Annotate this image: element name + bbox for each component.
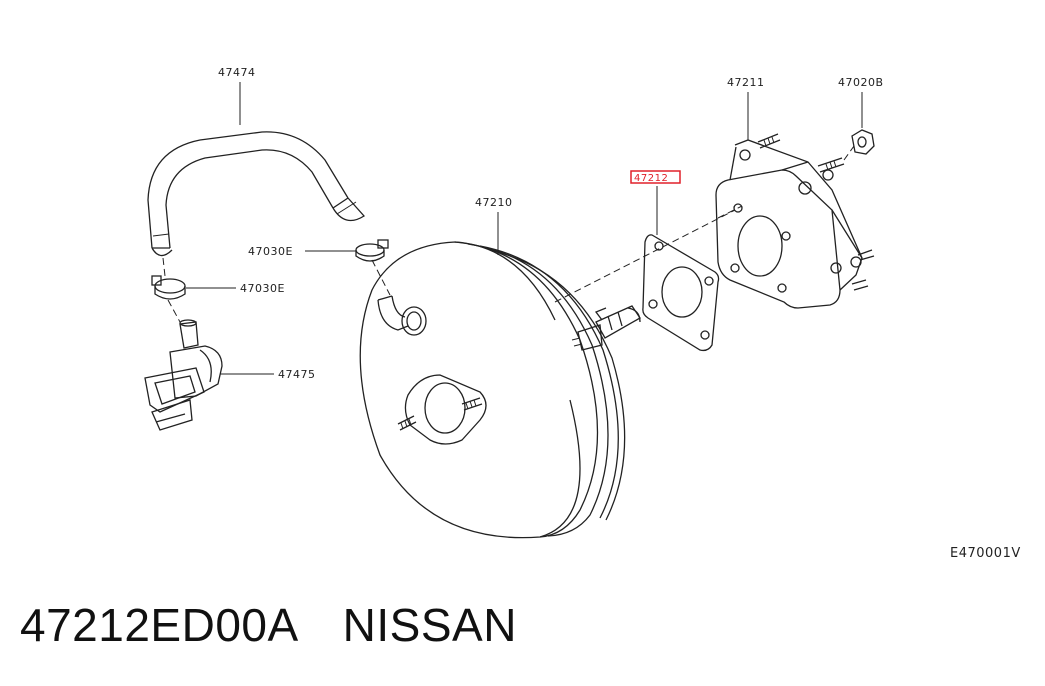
brand-name: NISSAN: [342, 599, 517, 651]
label-47474: 47474: [218, 66, 256, 79]
check-valve: [144, 319, 223, 431]
parts-diagram: 47474 47030E 47030E 47475 47210 47212 47…: [144, 66, 1021, 561]
nut-axis-line: [843, 145, 855, 161]
label-47211: 47211: [727, 76, 765, 89]
diagram-reference-code: E470001V: [950, 546, 1021, 561]
leader-lines: [186, 82, 863, 375]
highlight-box: [630, 170, 681, 184]
gasket: [642, 234, 720, 352]
label-47030e-lower: 47030E: [240, 282, 285, 295]
nut: [851, 129, 875, 155]
part-caption: 47212ED00A NISSAN: [20, 598, 561, 652]
hose-clamp-lower: [151, 275, 186, 300]
gasket-bracket-axis-line: [717, 205, 743, 219]
part-number: 47212ED00A: [20, 599, 299, 651]
label-47475: 47475: [278, 368, 316, 381]
vacuum-hose: [147, 131, 365, 257]
label-47030e-upper: 47030E: [248, 245, 293, 258]
brake-booster: [359, 241, 641, 539]
label-47020b: 47020B: [838, 76, 884, 89]
valve-hose-axis-line: [167, 299, 181, 323]
hose-clamp-upper: [355, 239, 389, 262]
mounting-bracket: [715, 133, 875, 309]
label-47210: 47210: [475, 196, 513, 209]
booster-port-axis-line: [371, 259, 391, 296]
label-47212: 47212: [634, 173, 668, 184]
hose-clamp-axis-line: [162, 257, 166, 277]
